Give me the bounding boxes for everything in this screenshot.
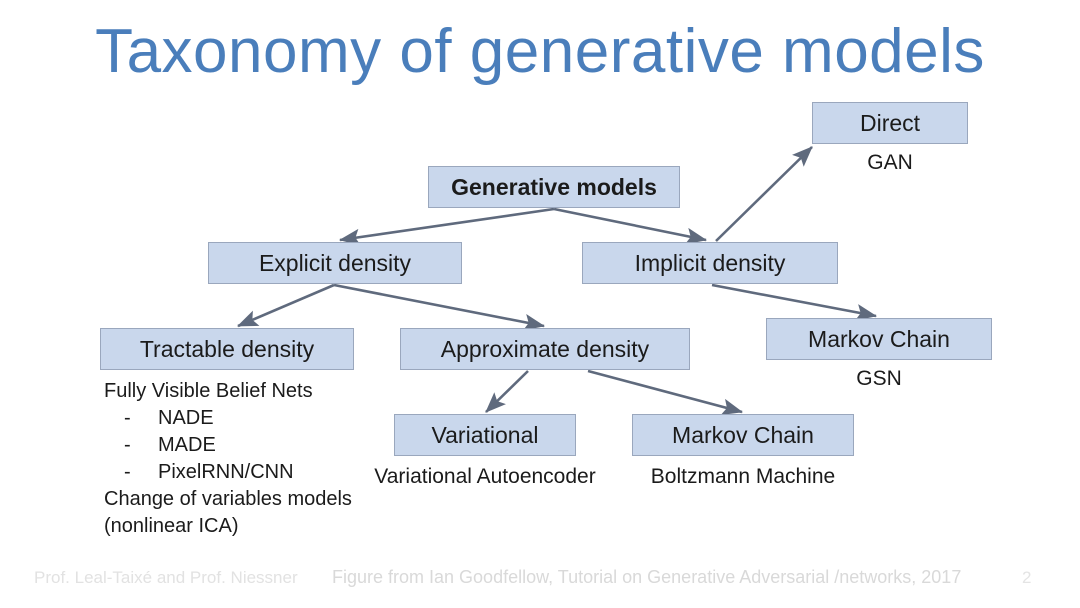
caption-boltzmann-machine: Boltzmann Machine bbox=[650, 465, 836, 488]
notes-item-label: NADE bbox=[158, 407, 214, 429]
node-variational[interactable]: Variational bbox=[394, 414, 576, 456]
node-markov-chain-bottom[interactable]: Markov Chain bbox=[632, 414, 854, 456]
notes-item-label: PixelRNN/CNN bbox=[158, 461, 294, 483]
notes-item-nade: - NADE bbox=[104, 405, 414, 432]
node-approximate-density[interactable]: Approximate density bbox=[400, 328, 690, 370]
edge-explicit-to-approximate bbox=[333, 283, 546, 331]
caption-variational-autoencoder: Variational Autoencoder bbox=[374, 465, 596, 488]
footer-author: Prof. Leal-Taixé and Prof. Niessner bbox=[34, 568, 298, 587]
notes-item-pixelrnn-cnn: - PixelRNN/CNN bbox=[104, 459, 414, 486]
edge-approximate-to-variational bbox=[485, 370, 529, 413]
page-title: Taxonomy of generative models bbox=[95, 17, 985, 86]
edge-implicit-to-markov-right bbox=[711, 283, 878, 321]
caption-direct-gan: GAN bbox=[867, 151, 913, 174]
notes-item-label: MADE bbox=[158, 434, 216, 456]
dash-bullet: - bbox=[124, 434, 131, 456]
edge-root-to-explicit bbox=[338, 207, 555, 246]
footer-page-number: 2 bbox=[1022, 568, 1032, 587]
edge-explicit-to-tractable bbox=[237, 283, 335, 328]
edge-approximate-to-markov-bottom bbox=[587, 369, 744, 415]
notes-heading: Fully Visible Belief Nets bbox=[104, 380, 313, 402]
node-generative-models[interactable]: Generative models bbox=[428, 166, 680, 208]
node-explicit-density[interactable]: Explicit density bbox=[208, 242, 462, 284]
caption-markov-right-gsn: GSN bbox=[856, 367, 902, 390]
node-tractable-density[interactable]: Tractable density bbox=[100, 328, 354, 370]
dash-bullet: - bbox=[124, 461, 131, 483]
edge-implicit-to-direct bbox=[715, 146, 813, 242]
node-markov-chain-right[interactable]: Markov Chain bbox=[766, 318, 992, 360]
node-implicit-density[interactable]: Implicit density bbox=[582, 242, 838, 284]
tractable-density-notes: Fully Visible Belief Nets - NADE - MADE - P… bbox=[104, 378, 414, 540]
slide-footer: Prof. Leal-Taixé and Prof. Niessner Figu… bbox=[0, 566, 1080, 596]
edge-root-to-implicit bbox=[553, 207, 708, 245]
dash-bullet: - bbox=[124, 407, 131, 429]
notes-tail-line-2: (nonlinear ICA) bbox=[104, 515, 239, 537]
node-direct[interactable]: Direct bbox=[812, 102, 968, 144]
notes-tail-line-1: Change of variables models bbox=[104, 488, 352, 510]
notes-item-made: - MADE bbox=[104, 432, 414, 459]
footer-source-citation: Figure from Ian Goodfellow, Tutorial on … bbox=[332, 567, 962, 587]
